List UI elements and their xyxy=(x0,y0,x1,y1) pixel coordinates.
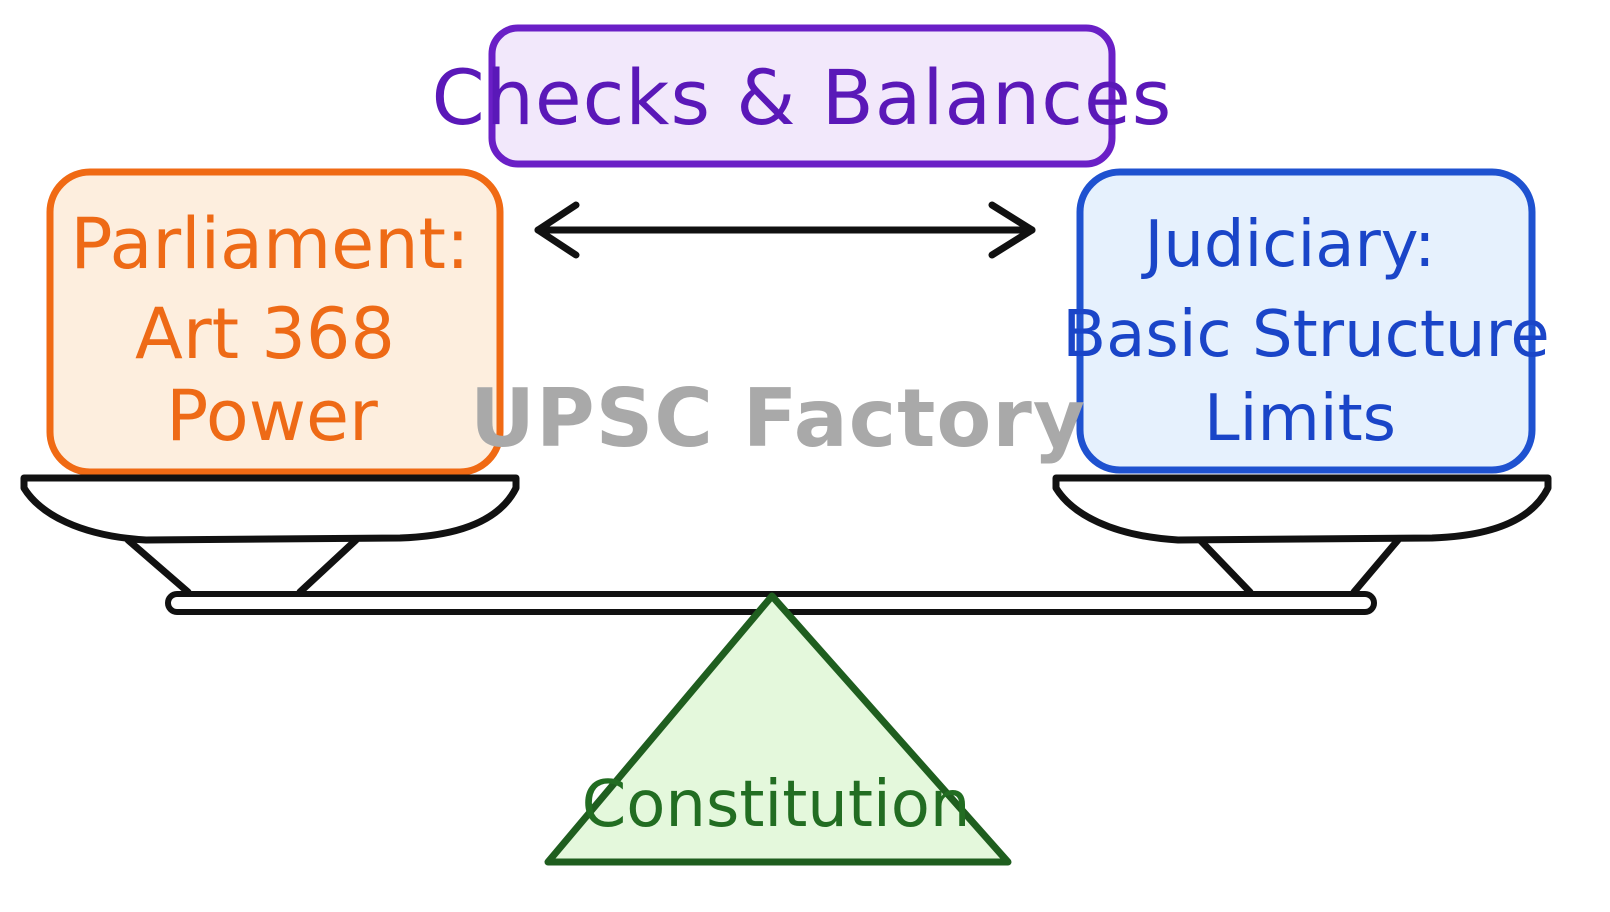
left-scale-pan xyxy=(20,474,520,596)
right-scale-pan xyxy=(1052,474,1552,596)
title-box-frame xyxy=(488,24,1116,168)
fulcrum-label: Constitution xyxy=(582,768,971,842)
judiciary-line-1: Judiciary: xyxy=(1140,208,1435,282)
parliament-line-3: Power xyxy=(166,375,378,457)
title-label: Checks & Balances xyxy=(432,53,1173,142)
judiciary-line-3: Limits xyxy=(1204,382,1396,456)
constitution-fulcrum: Constitution xyxy=(544,592,1012,866)
parliament-box: Parliament: Art 368 Power xyxy=(46,168,504,476)
double-headed-arrow-icon xyxy=(534,201,1036,259)
fulcrum-triangle xyxy=(544,592,1012,866)
judiciary-line-2: Basic Structure xyxy=(1062,298,1550,372)
judiciary-box-frame xyxy=(1076,168,1536,474)
parliament-box-frame xyxy=(46,168,504,476)
parliament-line-2: Art 368 xyxy=(135,293,395,375)
judiciary-box: Judiciary: Basic Structure Limits xyxy=(1062,168,1550,474)
title-box: Checks & Balances xyxy=(432,24,1173,168)
parliament-line-1: Parliament: xyxy=(70,203,469,285)
watermark-text: UPSC Factory xyxy=(470,372,1086,465)
